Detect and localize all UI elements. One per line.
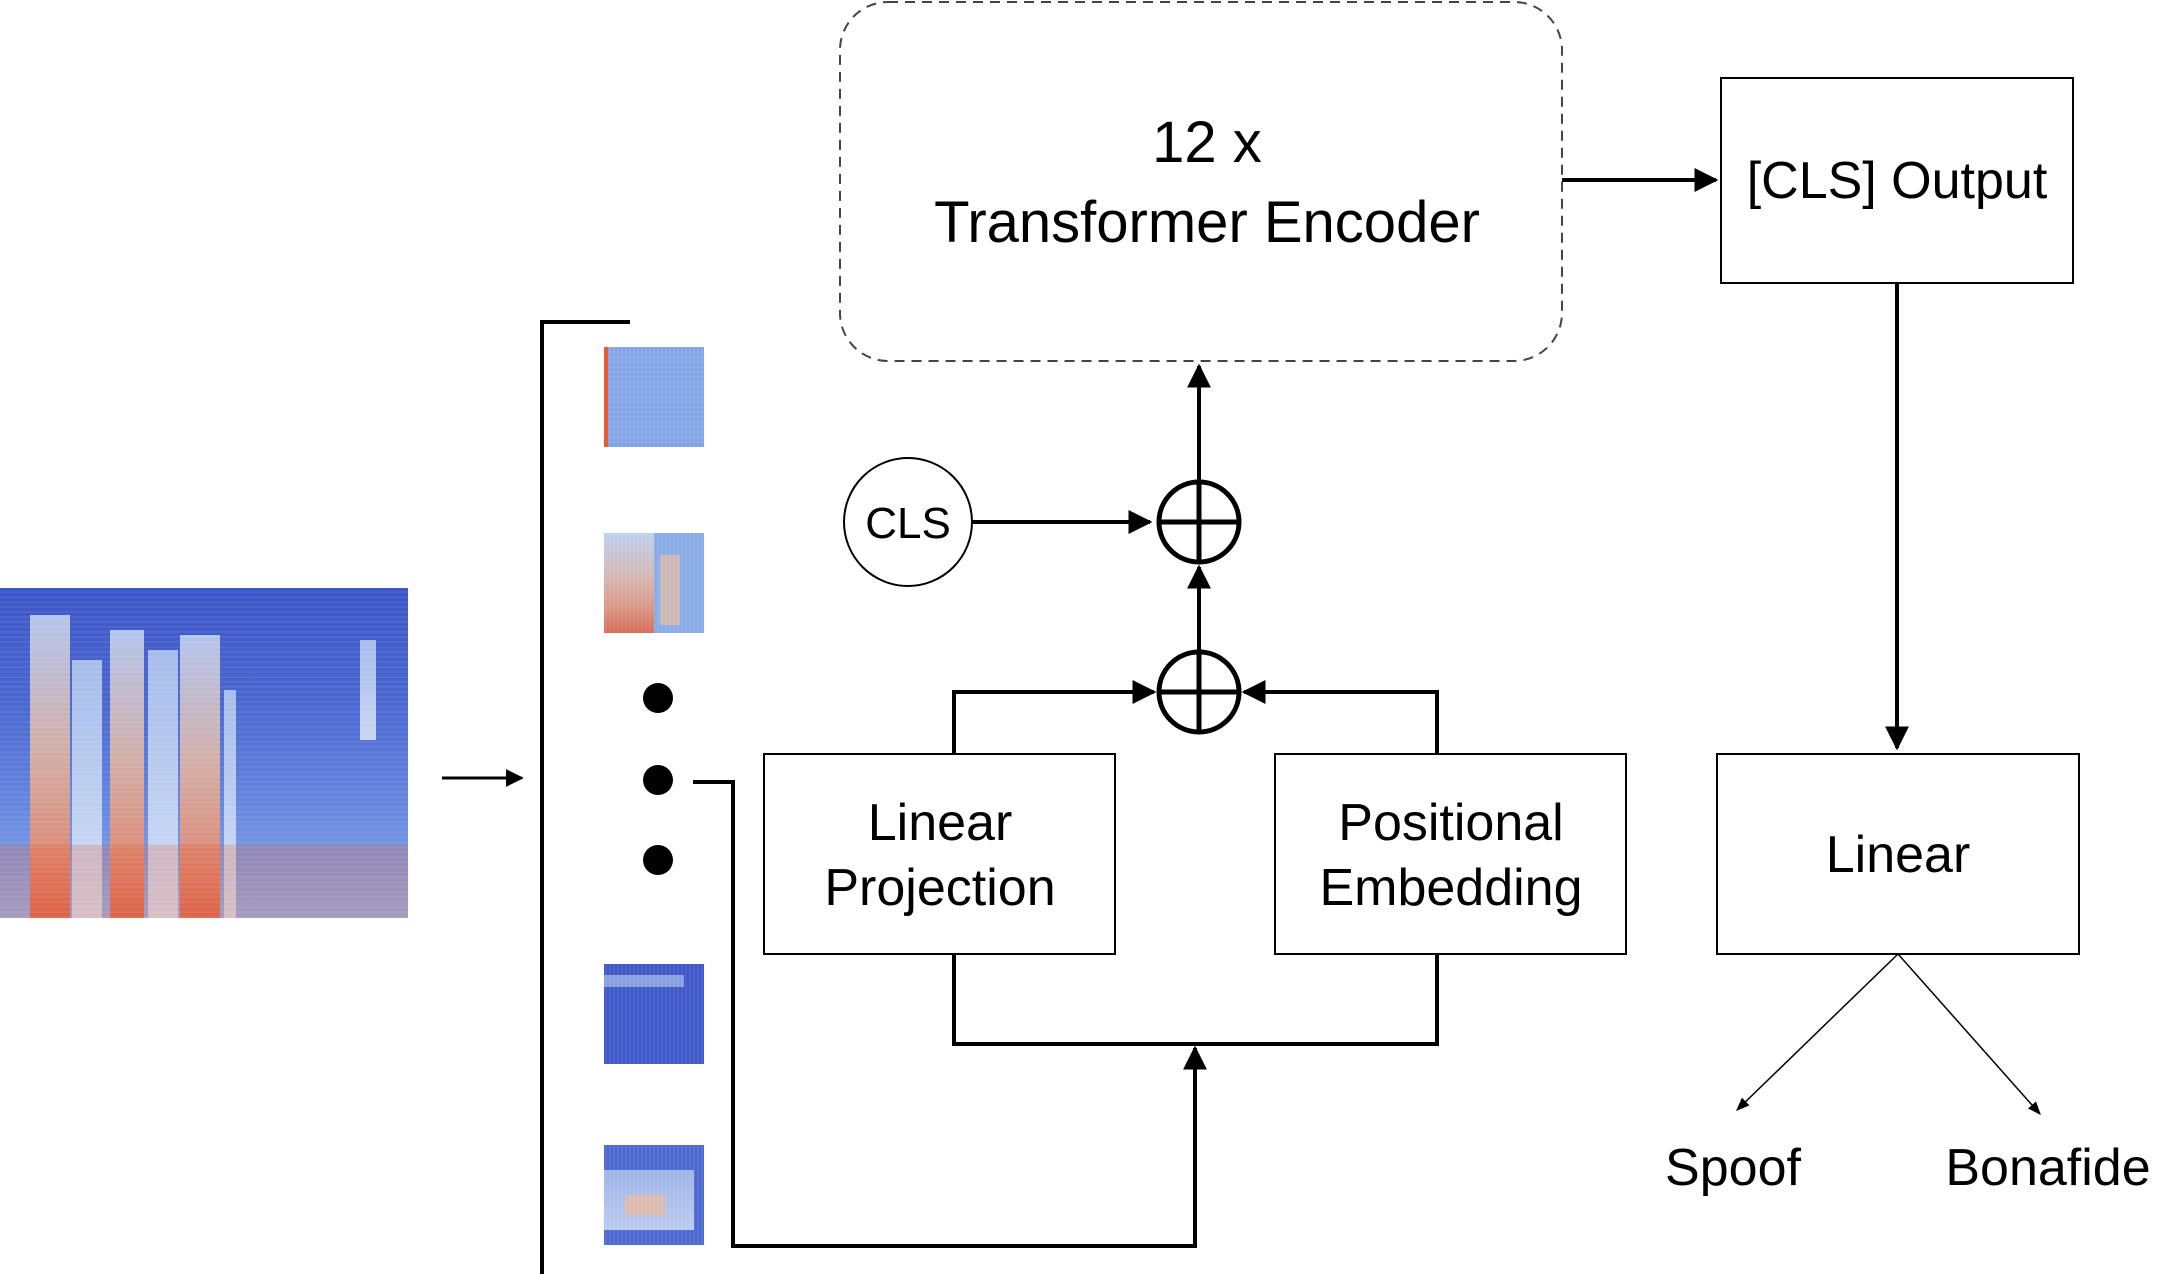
arrow-embedding-to-add [1241,680,1439,754]
patch-1 [604,347,704,447]
add-cls-icon [1156,479,1242,565]
encoder-count: 12 x [1152,110,1262,175]
cls-output-label: [CLS] Output [1747,152,2048,210]
linear-head-box [1716,753,2080,955]
ellipsis-dot [643,765,673,795]
patch-4 [604,1145,704,1245]
transformer-encoder-box [839,1,1563,362]
encoder-label: Transformer Encoder [934,190,1480,255]
bottom-join-line [952,954,1439,1046]
positional-embedding-line1: Positional [1338,794,1563,852]
arrow-to-spoof [1736,953,1899,1111]
patch-2 [604,533,704,633]
add-embedding-icon [1156,649,1242,735]
linear-head-label: Linear [1826,826,1971,884]
ellipsis-dot [643,845,673,875]
linear-projection-box [763,753,1116,955]
ellipsis-dot [643,683,673,713]
arrow-projection-to-add [952,680,1157,754]
cls-token-label: CLS [865,499,951,548]
linear-projection-line2: Projection [824,859,1055,917]
cls-output-box [1720,77,2074,284]
linear-projection-line1: Linear [868,794,1013,852]
connector-patches-to-join [693,780,1207,1248]
arrow-to-bonafide [1897,953,2041,1116]
spoof-label: Spoof [1665,1139,1801,1197]
patch-bracket [540,320,630,1274]
input-spectrogram [0,588,408,918]
patch-3 [604,964,704,1064]
bonafide-label: Bonafide [1945,1139,2150,1197]
positional-embedding-box [1274,753,1627,955]
positional-embedding-line2: Embedding [1319,859,1582,917]
